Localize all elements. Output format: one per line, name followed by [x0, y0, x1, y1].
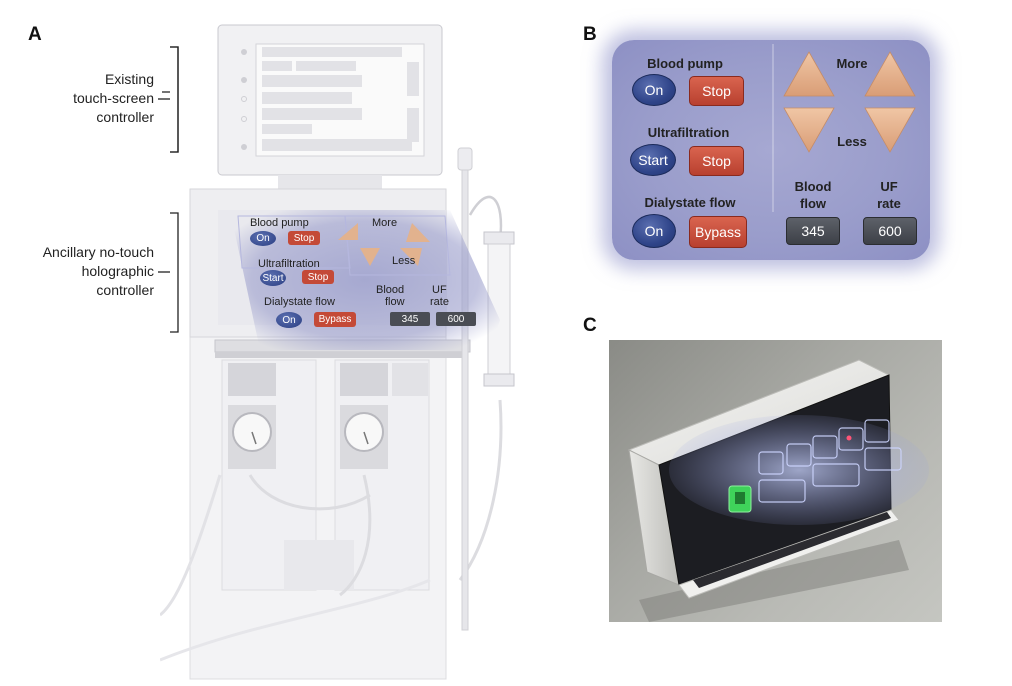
ultrafiltration-start-button[interactable]: Start: [630, 144, 676, 176]
mini-ultrafiltration-start-button[interactable]: Start: [260, 270, 286, 286]
blood-pump-heading: Blood pump: [647, 56, 723, 71]
mini-less-label: Less: [392, 255, 416, 267]
blood-pump-stop-button[interactable]: Stop: [689, 76, 744, 106]
mini-blood-pump-on-button[interactable]: On: [250, 231, 276, 246]
callout-ancillary-controller: Ancillary no-touch holographic controlle…: [20, 243, 154, 300]
panel-label-b: B: [583, 24, 597, 45]
mini-blood-flow-display: 345: [390, 312, 430, 326]
mini-dialysate-label: Dialystate flow: [264, 296, 335, 308]
callout-brackets: [158, 46, 179, 333]
ultrafiltration-heading: Ultrafiltration: [647, 125, 730, 140]
callout-line: Ancillary no-touch: [42, 244, 154, 260]
less-label: Less: [837, 134, 867, 149]
uf-rate-heading-line1: UF: [880, 179, 898, 194]
blood-flow-heading-line2: flow: [800, 196, 826, 211]
ultrafiltration-stop-button[interactable]: Stop: [689, 146, 744, 176]
mini-uf-label-2: rate: [430, 296, 449, 308]
panel-divider: [772, 44, 774, 212]
dialysis-machine-illustration: Blood pump On Stop More Less Ultrafiltra…: [160, 20, 520, 686]
uf-rate-display: 600: [863, 217, 917, 245]
mini-uf-rate-display: 600: [436, 312, 476, 326]
blood-flow-heading-line1: Blood: [794, 179, 832, 194]
blood-flow-display: 345: [786, 217, 840, 245]
mini-dialysate-on-button[interactable]: On: [276, 312, 302, 328]
flow-adjust-arrows: [783, 51, 916, 153]
mini-blood-pump-label: Blood pump: [250, 217, 309, 229]
callout-line: controller: [96, 109, 154, 125]
panel-label-a: A: [28, 24, 42, 45]
less-arrow-left: [783, 107, 835, 153]
panel-label-c: C: [583, 315, 597, 336]
blood-flow-heading: Blood flow: [782, 178, 844, 212]
callout-line: holographic: [81, 263, 154, 279]
mini-ultrafiltration-stop-button[interactable]: Stop: [302, 270, 334, 284]
more-arrow-right: [864, 51, 916, 97]
dialysate-flow-heading: Dialystate flow: [644, 195, 736, 210]
mini-ultrafiltration-label: Ultrafiltration: [258, 258, 320, 270]
callout-line: touch-screen: [73, 90, 154, 106]
callout-line: controller: [96, 282, 154, 298]
dialysate-flow-bypass-button[interactable]: Bypass: [689, 216, 747, 248]
mini-blood-flow-label: Blood: [376, 284, 404, 296]
mini-uf-label: UF: [432, 284, 447, 296]
less-arrow-right: [864, 107, 916, 153]
holographic-controller-panel: Blood pump On Stop Ultrafiltration Start…: [612, 40, 930, 260]
callout-existing-controller: Existing touch-screen controller: [30, 70, 154, 127]
device-drawing: [627, 359, 929, 622]
text: Blood: [376, 284, 405, 296]
uf-rate-heading-line2: rate: [877, 196, 901, 211]
callout-line: Existing: [104, 71, 154, 87]
mini-blood-flow-label-2: flow: [385, 296, 405, 308]
blood-pump-on-button[interactable]: On: [632, 74, 676, 106]
mini-blood-pump-stop-button[interactable]: Stop: [288, 231, 320, 245]
uf-rate-heading: UF rate: [862, 178, 916, 212]
machine-drawing: [160, 24, 515, 680]
more-arrow-left: [783, 51, 835, 97]
more-label: More: [836, 56, 868, 71]
mini-more-label: More: [372, 217, 398, 229]
holographic-device-photo: [609, 340, 942, 622]
dialysate-flow-on-button[interactable]: On: [632, 214, 676, 248]
mini-dialysate-bypass-button[interactable]: Bypass: [314, 312, 356, 327]
